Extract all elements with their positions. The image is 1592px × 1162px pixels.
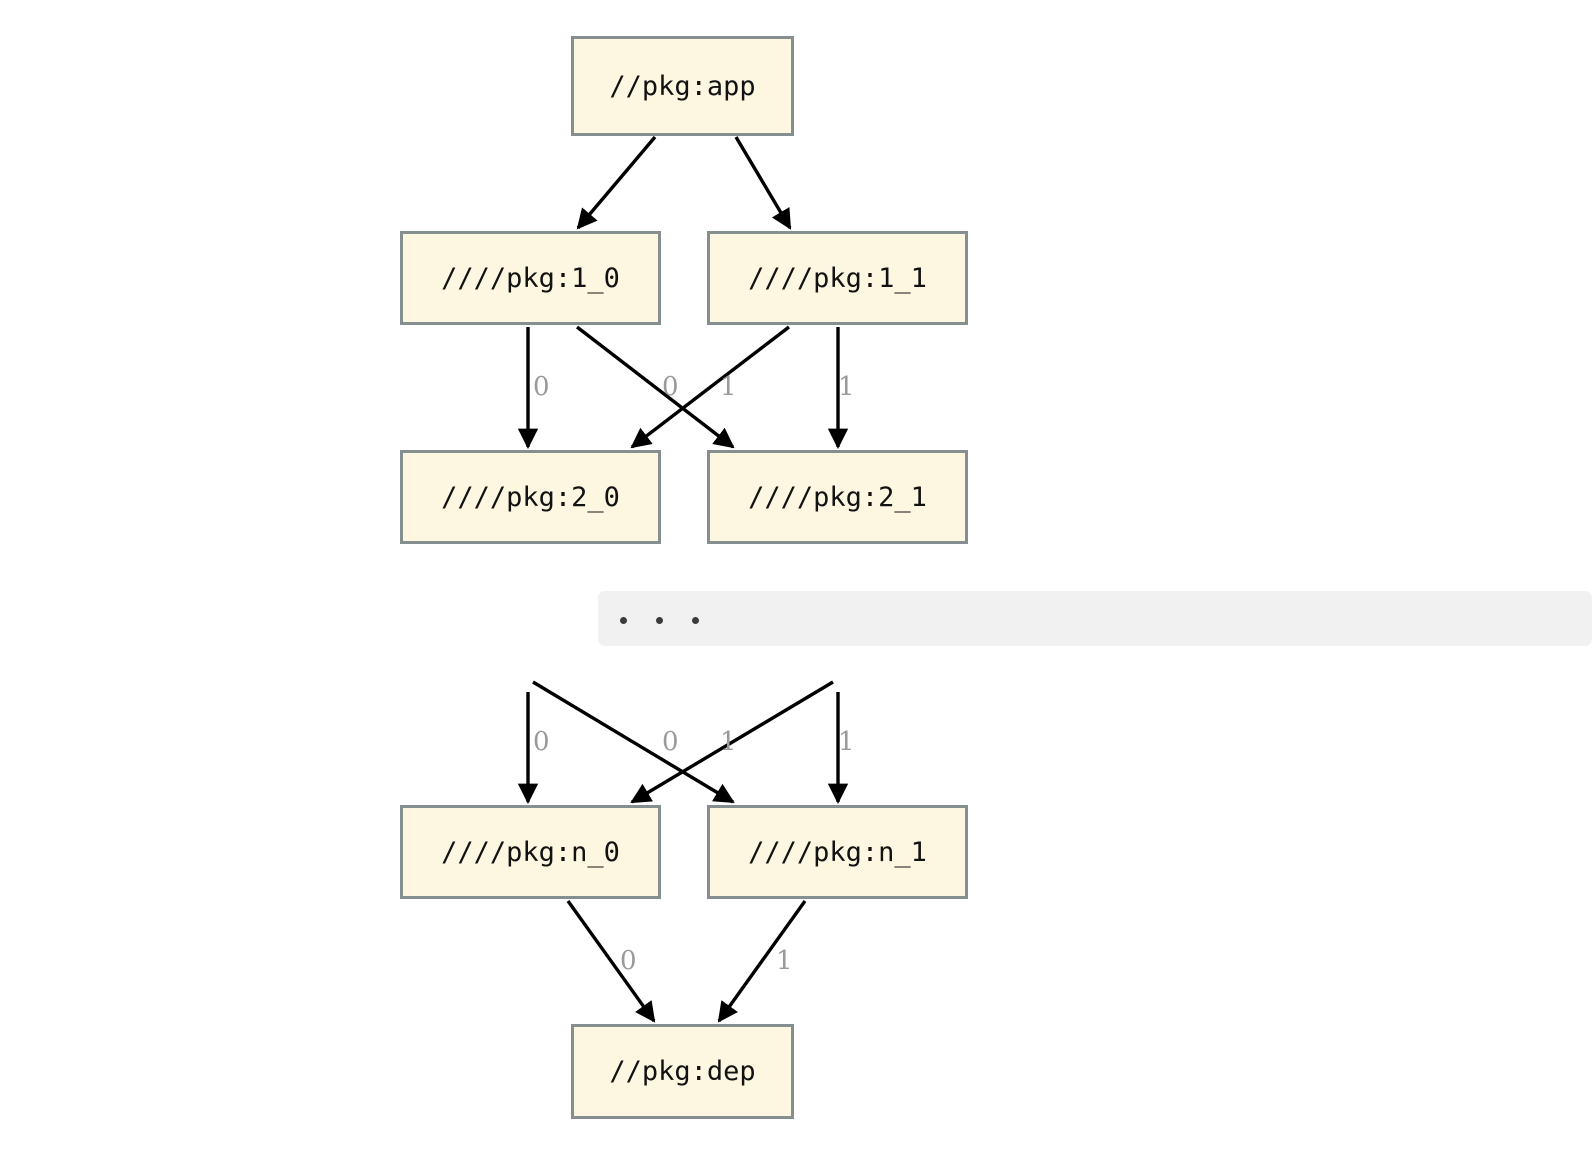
edge-app-to-1_1 — [734, 136, 792, 230]
edge-app-to-1_0 — [576, 135, 657, 230]
edge-label-prev-to-n_1: 0 — [662, 727, 679, 757]
edge-label-n_1-to-dep: 1 — [776, 946, 793, 976]
edge-prev2-to-n_0 — [630, 680, 834, 804]
edge-label-1_1-to-2_1: 1 — [838, 372, 855, 402]
omitted-rows-band — [598, 591, 1592, 646]
edge-label-prev2-to-n_0: 1 — [720, 727, 737, 757]
ellipsis-icon — [620, 617, 699, 624]
node-l2_0[interactable]: ////pkg:2_0 — [400, 450, 661, 544]
edge-label-1_0-to-2_0: 0 — [533, 372, 550, 402]
edge-label-1_0-to-2_1: 0 — [662, 372, 679, 402]
edge-prev-to-n_1 — [532, 680, 735, 804]
node-l1_1[interactable]: ////pkg:1_1 — [707, 231, 968, 325]
node-l1_0[interactable]: ////pkg:1_0 — [400, 231, 661, 325]
edge-label-n_0-to-dep: 0 — [620, 946, 637, 976]
node-l2_1[interactable]: ////pkg:2_1 — [707, 450, 968, 544]
edge-label-prev2-to-n_1: 1 — [838, 727, 855, 757]
edge-group — [517, 135, 849, 1023]
edge-1_1-to-2_0 — [630, 325, 791, 449]
node-dep[interactable]: //pkg:dep — [571, 1024, 794, 1119]
edge-label-prev-to-n_0: 0 — [533, 727, 550, 757]
edge-1_0-to-2_1 — [575, 325, 735, 449]
edge-n_1-to-dep — [717, 900, 807, 1023]
ellipsis-dot-1 — [620, 617, 627, 624]
ellipsis-dot-2 — [656, 617, 663, 624]
node-ln_1[interactable]: ////pkg:n_1 — [707, 805, 968, 899]
node-app[interactable]: //pkg:app — [571, 36, 794, 136]
node-ln_0[interactable]: ////pkg:n_0 — [400, 805, 661, 899]
ellipsis-dot-3 — [692, 617, 699, 624]
edge-n_0-to-dep — [566, 900, 656, 1023]
edge-label-1_1-to-2_0: 1 — [720, 372, 737, 402]
